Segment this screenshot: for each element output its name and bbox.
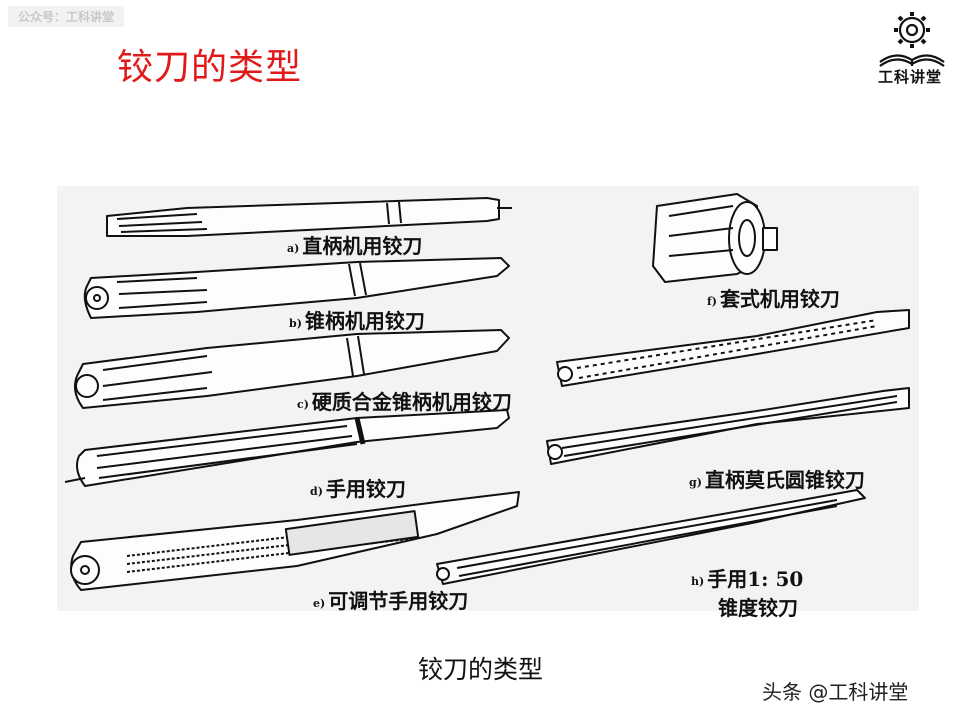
label-c-text: 硬质合金锥柄机用铰刀 bbox=[311, 390, 512, 414]
reamer-f-drawing bbox=[652, 193, 778, 283]
figure-caption: 铰刀的类型 bbox=[418, 655, 544, 684]
label-c-tag: c) bbox=[297, 398, 309, 411]
label-b-tag: b) bbox=[289, 317, 302, 330]
label-g-text: 直柄莫氏圆锥铰刀 bbox=[704, 468, 865, 492]
label-b: b)锥柄机用铰刀 bbox=[289, 309, 425, 336]
label-d: d)手用铰刀 bbox=[310, 477, 406, 504]
label-h-tag: h) bbox=[691, 575, 705, 588]
reamer-d-drawing bbox=[64, 409, 510, 487]
reamer-e-drawing bbox=[70, 491, 520, 591]
label-h: h)手用1: 50 bbox=[691, 567, 803, 594]
label-a-tag: a) bbox=[287, 242, 300, 255]
label-h-text: 手用1: 50 bbox=[707, 567, 804, 591]
label-h-line2: 锥度铰刀 bbox=[718, 596, 798, 620]
label-e: e)可调节手用铰刀 bbox=[313, 589, 468, 616]
source-mark: 头条 @工科讲堂 bbox=[762, 680, 909, 704]
label-a: a)直柄机用铰刀 bbox=[287, 234, 422, 261]
reamer-h-drawing bbox=[546, 387, 910, 465]
label-e-tag: e) bbox=[313, 597, 326, 610]
label-c: c)硬质合金锥柄机用铰刀 bbox=[297, 390, 512, 417]
gear-book-icon bbox=[879, 12, 945, 67]
label-d-tag: d) bbox=[310, 485, 323, 498]
label-e-text: 可调节手用铰刀 bbox=[328, 589, 469, 613]
reamer-a-drawing bbox=[106, 197, 512, 237]
watermark: 公众号：工科讲堂 bbox=[8, 6, 125, 27]
label-f: f)套式机用铰刀 bbox=[707, 287, 840, 314]
reamer-b-drawing bbox=[83, 257, 510, 319]
label-f-tag: f) bbox=[707, 295, 717, 308]
label-g-tag: g) bbox=[689, 476, 702, 489]
reamer-c-drawing bbox=[74, 329, 510, 409]
reamer-g-drawing bbox=[556, 309, 910, 387]
page-title: 铰刀的类型 bbox=[117, 47, 303, 88]
reamer-h2-drawing bbox=[436, 489, 866, 585]
label-d-text: 手用铰刀 bbox=[325, 477, 406, 501]
reamer-figure: a)直柄机用铰刀 b)锥柄机用铰刀 c)硬质合金锥柄机用铰刀 d)手用铰刀 e)… bbox=[57, 186, 919, 620]
logo-text: 工科讲堂 bbox=[878, 68, 943, 86]
reamer-drawings bbox=[64, 193, 910, 591]
label-g: g)直柄莫氏圆锥铰刀 bbox=[689, 468, 865, 495]
label-f-text: 套式机用铰刀 bbox=[719, 287, 840, 311]
label-b-text: 锥柄机用铰刀 bbox=[304, 309, 425, 333]
label-a-text: 直柄机用铰刀 bbox=[302, 234, 423, 258]
